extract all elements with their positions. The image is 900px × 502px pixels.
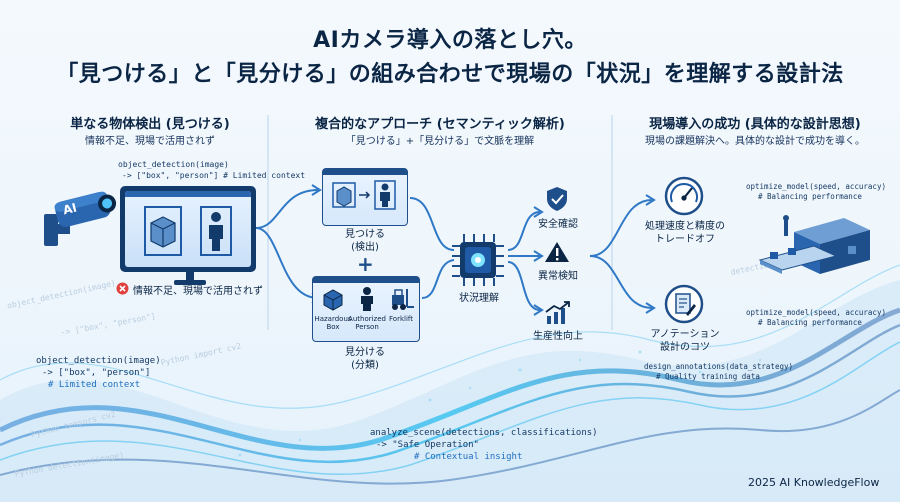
item-label-box: Hazardous Box (314, 315, 352, 331)
speedometer-icon (664, 176, 704, 216)
flow-arrows-col2 (409, 197, 544, 316)
growth-chart-icon (545, 301, 570, 324)
speed-tradeoff-label: 処理速度と精度の トレードオフ (645, 221, 725, 245)
classify-panel: Hazardous Box Authorized Person Forklift (312, 276, 420, 342)
col2-heading: 複合的なアプローチ (セマンティック解析) (315, 117, 565, 132)
bottom-code-center3: # Contextual insight (414, 452, 523, 462)
col2-subheading: 「見つける」+「見分ける」で文脈を理解 (345, 136, 535, 147)
box-detection-icon (144, 206, 182, 256)
output-safety: 安全確認 (538, 219, 578, 230)
col1-warning-text: 情報不足、現場で活用されず (133, 286, 263, 297)
flow-arrows-col3 (590, 194, 656, 314)
security-camera-icon (44, 191, 117, 246)
classify-label: 見分ける (分類) (345, 347, 385, 371)
col3-subheading: 現場の課題解決へ。具体的な設計で成功を導く。 (645, 136, 865, 147)
monitor (120, 186, 256, 272)
col3-code-mid1: optimize_model(speed, accuracy) (746, 308, 886, 317)
error-icon (116, 282, 129, 295)
annotation-tips-label: アノテーション 設計のコツ (650, 329, 720, 353)
bottom-code-center2: -> "Safe Operation" (376, 440, 479, 450)
find-panel (322, 168, 408, 226)
monitor-stand (174, 272, 206, 285)
plus-sign: + (357, 252, 374, 276)
factory-icon (758, 215, 870, 274)
bottom-code-left3: # Limited context (48, 380, 141, 390)
page-title: AIカメラ導入の落とし穴。 (313, 28, 587, 53)
output-anomaly: 異常検知 (538, 271, 578, 282)
ai-chip-icon (452, 234, 504, 286)
annotation-document-icon (664, 284, 704, 324)
item-label-person: Authorized Person (348, 315, 386, 331)
col3-code-bot1: design_annotations(data_strategy) (644, 362, 794, 371)
warning-triangle-icon (545, 242, 569, 262)
item-label-forklift: Forklift (389, 315, 413, 323)
col3-code-mid2: # Balancing performance (758, 318, 862, 327)
box-to-person-icon (332, 180, 396, 210)
col3-code-top1: optimize_model(speed, accuracy) (746, 182, 886, 191)
find-label: 見つける (検出) (345, 229, 385, 253)
bottom-code-center1: analyze_scene(detections, classification… (370, 428, 598, 438)
hazardous-box-icon (323, 289, 343, 311)
credit-text: 2025 AI KnowledgeFlow (748, 476, 880, 489)
col1-subheading: 情報不足、現場で活用されず (85, 136, 215, 147)
page-subtitle: 「見つける」と「見分ける」の組み合わせで現場の「状況」を理解する設計法 (56, 62, 844, 87)
bottom-code-left1: object_detection(image) (36, 356, 161, 366)
shield-check-icon (547, 187, 567, 211)
person-detection-icon (200, 206, 232, 256)
bottom-code-left2: -> ["box", "person"] (42, 368, 151, 378)
chip-label: 状況理解 (459, 293, 499, 304)
col3-code-top2: # Balancing performance (758, 192, 862, 201)
output-productivity: 生産性向上 (533, 331, 583, 342)
col1-code-line2: -> ["box", "person"] # Limited context (122, 171, 306, 180)
col3-code-bot2: # Quality training data (656, 372, 760, 381)
col3-heading: 現場導入の成功 (具体的な設計思想) (649, 117, 861, 132)
forklift-icon (392, 289, 414, 310)
col1-heading: 単なる物体検出 (見つける) (70, 117, 230, 132)
authorized-person-icon (361, 287, 373, 311)
col1-code-line1: object_detection(image) (118, 160, 229, 169)
